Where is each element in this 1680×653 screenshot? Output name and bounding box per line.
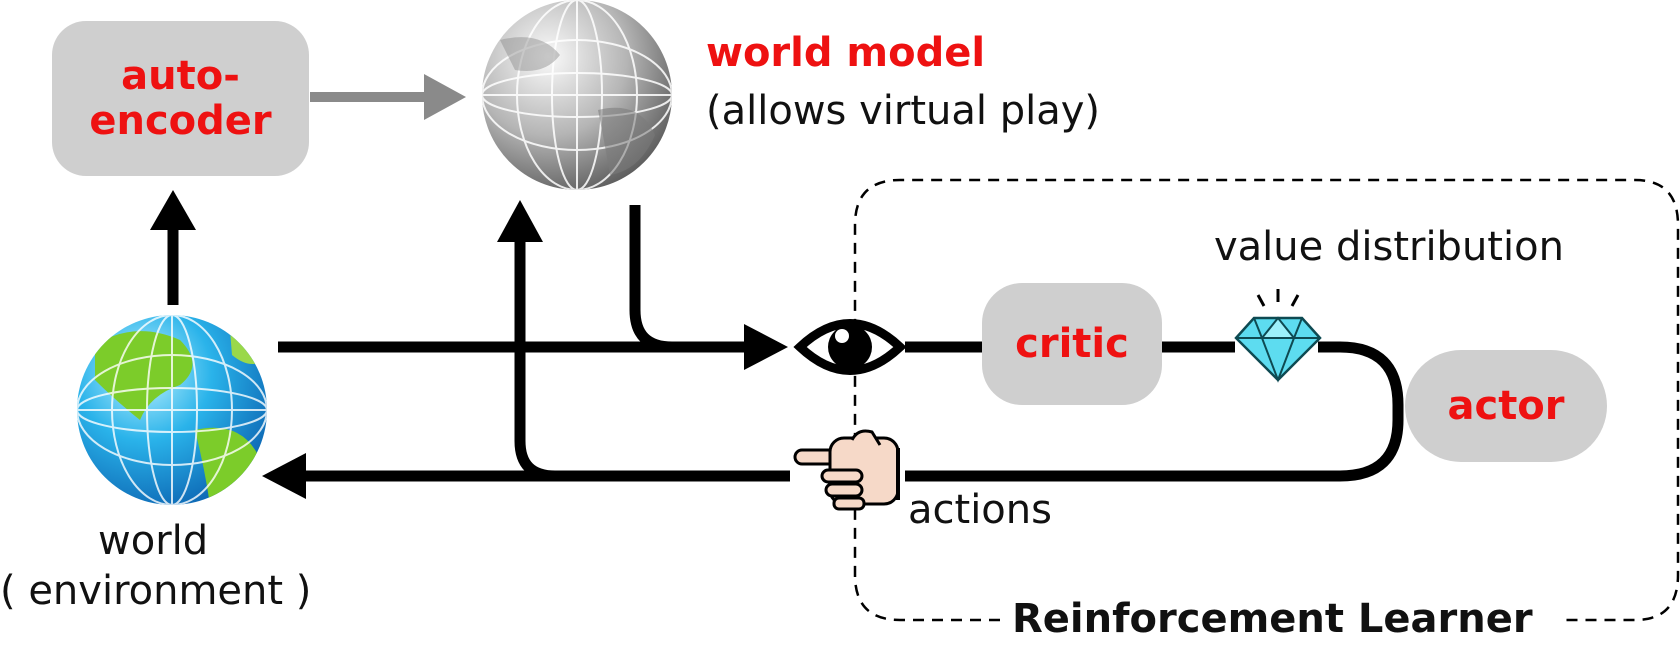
critic-box: critic: [982, 283, 1162, 405]
gem-icon: [1234, 289, 1322, 383]
arrow-world-to-autoencoder: [150, 190, 196, 305]
critic-label: critic: [1015, 320, 1129, 367]
arrow-autoencoder-to-world-model: [310, 74, 466, 120]
world-label: world: [98, 518, 209, 564]
world-environment-label: ( environment ): [0, 568, 312, 614]
autoencoder-box: auto- encoder: [52, 21, 309, 176]
world-model-title: world model: [706, 30, 986, 76]
reinforcement-learner-boundary: [853, 178, 1680, 622]
world-model-subtitle: (allows virtual play): [706, 88, 1100, 134]
actions-label: actions: [908, 487, 1052, 533]
arrow-world-model-to-observation: [629, 205, 760, 353]
autoencoder-label: auto- encoder: [89, 52, 272, 144]
gray-globe-icon: [482, 0, 672, 190]
line-gem-to-actor-to-actions: [905, 341, 1404, 482]
reinforcement-learner-label: Reinforcement Learner: [1012, 596, 1533, 642]
arrowhead-to-world-model: [497, 200, 543, 242]
actor-box: actor: [1405, 350, 1607, 462]
arrowhead-actions-to-world: [262, 453, 306, 499]
value-distribution-label: value distribution: [1214, 224, 1564, 270]
arrow-actions-to-world-model: [514, 238, 585, 482]
actor-label: actor: [1447, 382, 1565, 429]
pointing-hand-icon: [793, 429, 900, 511]
eye-icon: [793, 319, 907, 375]
earth-globe-icon: [77, 315, 267, 505]
